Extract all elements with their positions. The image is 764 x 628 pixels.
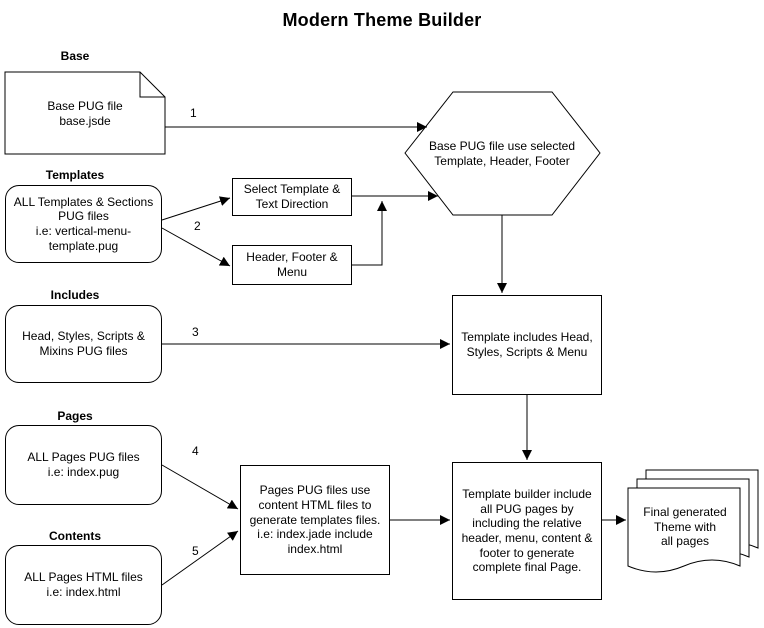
base-document-shape — [4, 71, 166, 155]
arrow-contents-to-pages-build — [161, 530, 239, 586]
section-label-base: Base — [60, 49, 90, 63]
step-number-2: 2 — [194, 219, 201, 233]
arrow-header-footer-join — [352, 201, 387, 266]
node-template-includes: Template includes Head, Styles, Scripts … — [452, 295, 602, 395]
step-number-5: 5 — [192, 544, 199, 558]
node-pages-source: ALL Pages PUG files i.e: index.pug — [5, 425, 162, 505]
node-includes-source: Head, Styles, Scripts & Mixins PUG files — [5, 305, 162, 383]
node-select-template: Select Template & Text Direction — [232, 178, 352, 216]
step-number-4: 4 — [192, 444, 199, 458]
hexagon-shape — [404, 91, 601, 216]
node-header-footer-menu: Header, Footer & Menu — [232, 245, 352, 285]
section-label-contents: Contents — [49, 529, 101, 543]
hexagon-text: Base PUG file use selected Template, Hea… — [428, 138, 576, 168]
base-document-fold-icon — [139, 72, 165, 98]
step-number-3: 3 — [192, 325, 199, 339]
section-label-pages: Pages — [57, 409, 93, 423]
diagram-title: Modern Theme Builder — [282, 10, 482, 30]
section-label-templates: Templates — [45, 168, 105, 182]
node-templates-source: ALL Templates & Sections PUG files i.e: … — [5, 185, 162, 263]
final-docs-text: Final generated Theme with all pages — [643, 505, 727, 549]
step-number-1: 1 — [190, 106, 197, 120]
final-docs-front-sheet — [627, 487, 741, 573]
node-contents-source: ALL Pages HTML files i.e: index.html — [5, 545, 162, 625]
arrow-templates-to-header-footer — [161, 227, 231, 267]
arrow-pages-to-pages-build — [161, 464, 239, 510]
node-pages-build: Pages PUG files use content HTML files t… — [240, 465, 390, 575]
node-template-builder: Template builder include all PUG pages b… — [452, 462, 602, 600]
arrow-templates-to-select-template — [161, 196, 231, 221]
section-label-includes: Includes — [50, 288, 100, 302]
base-document-text: Base PUG file base.jsde — [47, 99, 123, 128]
